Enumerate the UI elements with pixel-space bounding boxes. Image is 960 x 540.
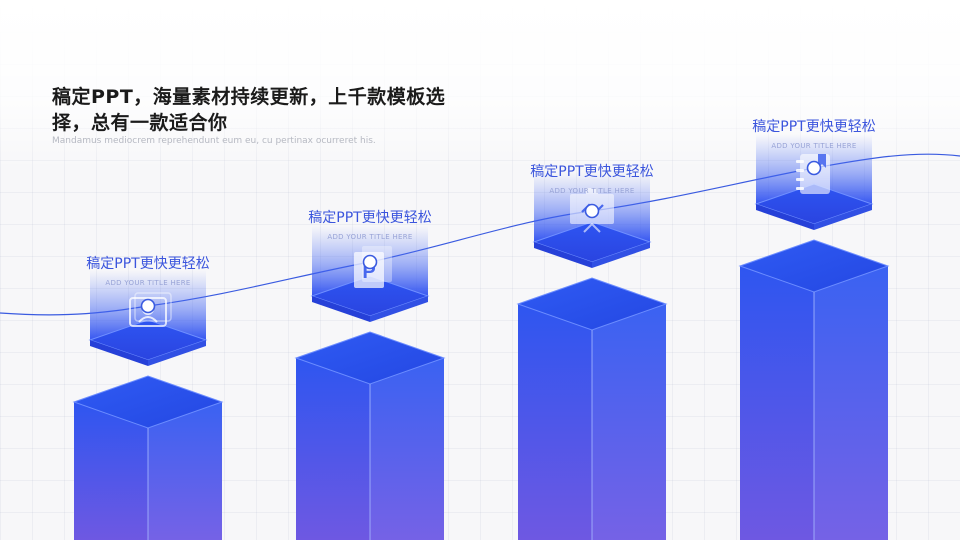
step-label-3: 稿定PPT更快更轻松 ADD YOUR TITLE HERE: [482, 163, 702, 195]
step-label-1: 稿定PPT更快更轻松 ADD YOUR TITLE HERE: [38, 255, 258, 287]
icon-slab-side: [312, 296, 370, 322]
icon-slab-side: [370, 296, 428, 322]
icon-slab-side: [592, 242, 650, 268]
step-subtitle: ADD YOUR TITLE HERE: [771, 142, 857, 150]
icon-slab-side: [814, 204, 872, 230]
trend-node-1: [140, 298, 156, 314]
step-title: 稿定PPT更快更轻松: [530, 164, 654, 180]
step-subtitle: ADD YOUR TITLE HERE: [105, 279, 191, 287]
bar-column-1: [72, 270, 224, 540]
bar-face-left: [518, 304, 592, 540]
trend-node-2: [362, 254, 378, 270]
bar-face-right: [148, 402, 222, 540]
page-subtitle: Mandamus mediocrem reprehendunt eum eu, …: [52, 136, 376, 146]
step-label-4: 稿定PPT更快更轻松 ADD YOUR TITLE HERE: [704, 118, 924, 150]
bar-top: [72, 375, 224, 429]
bar-face-left: [296, 358, 370, 540]
page-title: 稿定PPT，海量素材持续更新，上千款模板选择，总有一款适合你: [52, 86, 446, 134]
bar-face-right: [592, 304, 666, 540]
icon-slab-side: [534, 242, 592, 268]
bar-top: [738, 239, 890, 293]
bar-top: [516, 277, 668, 331]
trend-node-4: [806, 160, 822, 176]
step-subtitle: ADD YOUR TITLE HERE: [327, 233, 413, 241]
step-title: 稿定PPT更快更轻松: [86, 256, 210, 272]
trend-node-3: [584, 203, 600, 219]
bar-column-4: [738, 134, 890, 540]
bar-column-3: [516, 172, 668, 540]
bar-face-left: [74, 402, 148, 540]
bar-face-right: [814, 266, 888, 540]
bar-face-left: [740, 266, 814, 540]
step-subtitle: ADD YOUR TITLE HERE: [549, 187, 635, 195]
icon-slab-side: [90, 340, 148, 366]
icon-slab-side: [148, 340, 206, 366]
step-title: 稿定PPT更快更轻松: [752, 119, 876, 135]
step-title: 稿定PPT更快更轻松: [308, 210, 432, 226]
icon-slab-side: [756, 204, 814, 230]
step-label-2: 稿定PPT更快更轻松 ADD YOUR TITLE HERE: [260, 209, 480, 241]
bar-column-2: P: [294, 226, 446, 540]
bar-face-right: [370, 358, 444, 540]
bar-top: [294, 331, 446, 385]
